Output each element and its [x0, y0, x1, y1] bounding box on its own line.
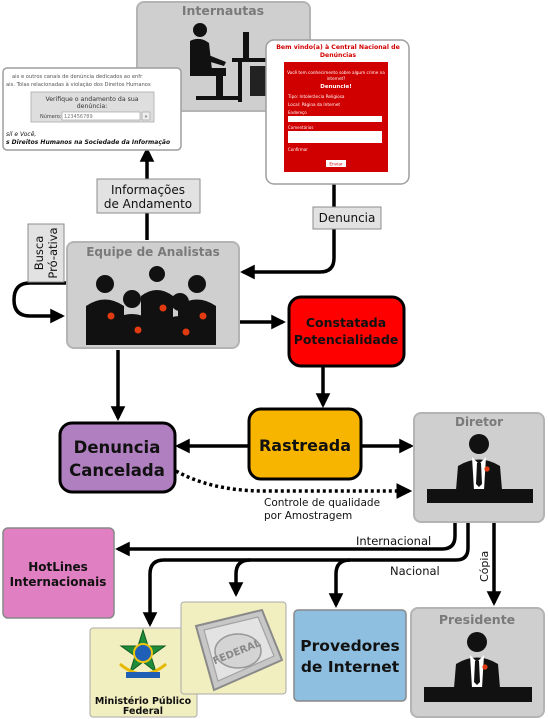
andamento-number-value: 123456789 [64, 114, 93, 120]
provedores-node: Provedores de Internet [293, 609, 407, 702]
police-badge-icon: FEDERAL [194, 608, 284, 692]
central-row-1: Tipo: Intolerância Religiosa [287, 94, 345, 99]
andamento-text-line-3: sil e Você, [6, 131, 36, 138]
informacoes-line-1: Informações [111, 183, 185, 197]
central-row-2: Local: Página da Internet [288, 102, 340, 107]
copia-label: Cópia [478, 551, 491, 582]
diretor-node: Diretor [413, 412, 545, 523]
hotlines-line-2: Internacionais [10, 575, 107, 589]
constatada-line-2: Potencialidade [294, 332, 399, 347]
informacoes-line-2: de Andamento [104, 197, 192, 211]
andamento-panel-title-2: denúncia: [77, 102, 108, 110]
central-submit-button[interactable] [326, 160, 346, 167]
nacional-label: Nacional [390, 564, 440, 578]
connectors [12, 147, 502, 627]
arrow-cancelada-to-diretor-dotted [175, 469, 413, 499]
central-row-4: Comentários [288, 125, 313, 130]
equipe-analistas-node: Equipe de Analistas [66, 241, 240, 349]
central-row-5: Confirmar [288, 147, 308, 152]
director-icon [427, 434, 533, 503]
denuncia-label: Denuncia [312, 206, 382, 230]
andamento-field-label: Número: [40, 113, 62, 120]
controle-line-2: por Amostragem [264, 510, 352, 522]
informacoes-label: Informações de Andamento [96, 178, 201, 214]
arrow-diretor-to-hotlines [115, 522, 457, 557]
andamento-go-label: » [144, 114, 147, 120]
busca-line-1: Busca [32, 236, 46, 271]
cancelada-node: Denuncia Cancelada [58, 421, 177, 494]
provedores-line-2: de Internet [301, 658, 400, 676]
hotlines-line-1: HotLines [28, 560, 88, 574]
internautas-title: Internautas [182, 3, 264, 18]
presidente-title: Presidente [439, 612, 515, 627]
andamento-text-line-2: ais. Tolas relacionadas à violação dos D… [6, 81, 151, 88]
busca-proativa-label: Busca Pró-ativa [27, 223, 65, 283]
arrow-nacional-to-provedores [328, 558, 351, 608]
rastreada-label: Rastreada [259, 436, 351, 455]
central-header-2: Denúncias [320, 51, 357, 59]
rastreada-node: Rastreada [247, 407, 363, 481]
arrow-busca-proativa-loop [12, 281, 67, 324]
andamento-text-line-1: ais e outros canais de denúncia dedicado… [12, 73, 143, 80]
cancelada-line-2: Cancelada [69, 461, 165, 480]
andamento-screenshot: ais e outros canais de denúncia dedicado… [2, 67, 182, 151]
busca-line-2: Pró-ativa [46, 227, 60, 278]
provedores-line-1: Provedores [300, 637, 399, 655]
denuncia-text: Denuncia [319, 211, 376, 225]
andamento-panel-title-1: Verifique o andamento da sua [45, 96, 138, 103]
controle-line-1: Controle de qualidade [264, 497, 380, 509]
cancelada-line-1: Denuncia [74, 438, 161, 457]
central-denuncias-screenshot: Bem vindo(a) à Central Nacional de Denún… [265, 39, 410, 185]
internacional-label: Internacional [356, 534, 431, 548]
andamento-go-button[interactable] [141, 111, 151, 121]
central-intro-2: internet? [327, 76, 346, 81]
constatada-node: Constatada Potencialidade [287, 295, 406, 368]
arrow-nacional-to-pf [228, 558, 251, 597]
central-row-3: Endereço [288, 110, 307, 115]
mpf-line-1: Ministério Público [95, 696, 192, 707]
central-comments-field[interactable] [288, 131, 382, 143]
arrow-diretor-to-mpf [142, 522, 470, 627]
president-icon [424, 632, 532, 702]
central-intro-cta: Denuncie! [320, 84, 351, 90]
equipe-title: Equipe de Analistas [86, 245, 220, 259]
analyst-team-icon [86, 266, 216, 345]
policia-federal-node: FEDERAL [180, 601, 287, 695]
arrow-internautas-to-equipe [240, 183, 336, 280]
central-address-field[interactable] [288, 116, 382, 122]
diretor-title: Diretor [455, 415, 503, 429]
hotlines-node: HotLines Internacionais [2, 527, 115, 619]
andamento-text-line-4: s Direitos Humanos na Sociedade da Infor… [6, 139, 170, 146]
central-submit-label: Enviar [329, 162, 343, 167]
brazil-coat-of-arms-icon [119, 628, 167, 678]
presidente-node: Presidente [410, 607, 545, 718]
central-header-1: Bem vindo(a) à Central Nacional de [276, 43, 400, 51]
mpf-line-2: Federal [123, 706, 163, 717]
andamento-number-field[interactable] [61, 111, 141, 121]
central-intro-1: Você tem conhecimento sobre algum crime … [287, 70, 385, 75]
constatada-line-1: Constatada [306, 315, 386, 330]
